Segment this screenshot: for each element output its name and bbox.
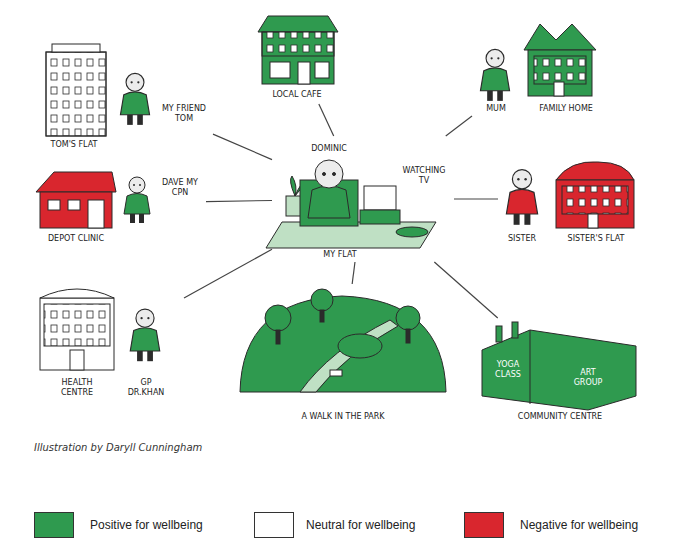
legend-swatch — [464, 512, 504, 538]
place-label: DOMINIC — [299, 144, 359, 154]
legend-swatch — [254, 512, 294, 538]
place-label: MUM — [481, 104, 511, 114]
connector-line — [213, 134, 272, 160]
place-label: DAVE MY CPN — [157, 178, 203, 198]
place-label: LOCAL CAFE — [257, 90, 337, 100]
place-group: HEALTH CENTRE GP DR.KHAN — [28, 278, 184, 404]
place-label: ART GROUP — [566, 368, 610, 388]
place-label: A WALK IN THE PARK — [273, 412, 413, 422]
place-label: COMMUNITY CENTRE — [500, 412, 620, 422]
place-label: MY FLAT — [310, 250, 370, 260]
place-label: HEALTH CENTRE — [50, 378, 104, 398]
legend-text: Neutral for wellbeing — [306, 518, 415, 532]
place-group: MUM FAMILY HOME — [472, 14, 606, 116]
place-label: SISTER'S FLAT — [556, 234, 636, 244]
legend-swatch — [34, 512, 74, 538]
place-group: SISTER SISTER'S FLAT — [498, 150, 642, 248]
place-group: DAVE MY CPN DEPOT CLINIC — [28, 158, 206, 248]
place-group: MY FRIEND TOM TOM'S FLAT — [37, 40, 213, 152]
connector-line — [319, 104, 334, 136]
connector-line — [434, 262, 497, 318]
place-label: GP DR.KHAN — [124, 378, 168, 398]
place-group: YOGA CLASS ART GROUP COMMUNITY CENTRE — [474, 318, 646, 428]
place-label: MY FRIEND TOM — [157, 104, 211, 124]
credit-note: Illustration by Daryll Cunningham — [34, 442, 202, 453]
place-label: TOM'S FLAT — [39, 140, 109, 150]
place-group: A WALK IN THE PARK — [234, 284, 452, 428]
connector-line — [184, 249, 272, 298]
place-label: DEPOT CLINIC — [38, 234, 114, 244]
place-label: YOGA CLASS — [489, 360, 527, 380]
connector-line — [206, 200, 272, 201]
connector-line — [454, 198, 498, 199]
place-group: LOCAL CAFE — [248, 10, 346, 104]
place-group: DOMINIC WATCHING TV MY FLAT — [272, 136, 454, 262]
connector-line — [446, 116, 472, 136]
place-label: WATCHING TV — [397, 166, 451, 186]
connector-line — [352, 262, 355, 284]
place-label: SISTER — [501, 234, 543, 244]
legend-text: Negative for wellbeing — [520, 518, 638, 532]
place-label: FAMILY HOME — [528, 104, 604, 114]
legend-text: Positive for wellbeing — [90, 518, 203, 532]
